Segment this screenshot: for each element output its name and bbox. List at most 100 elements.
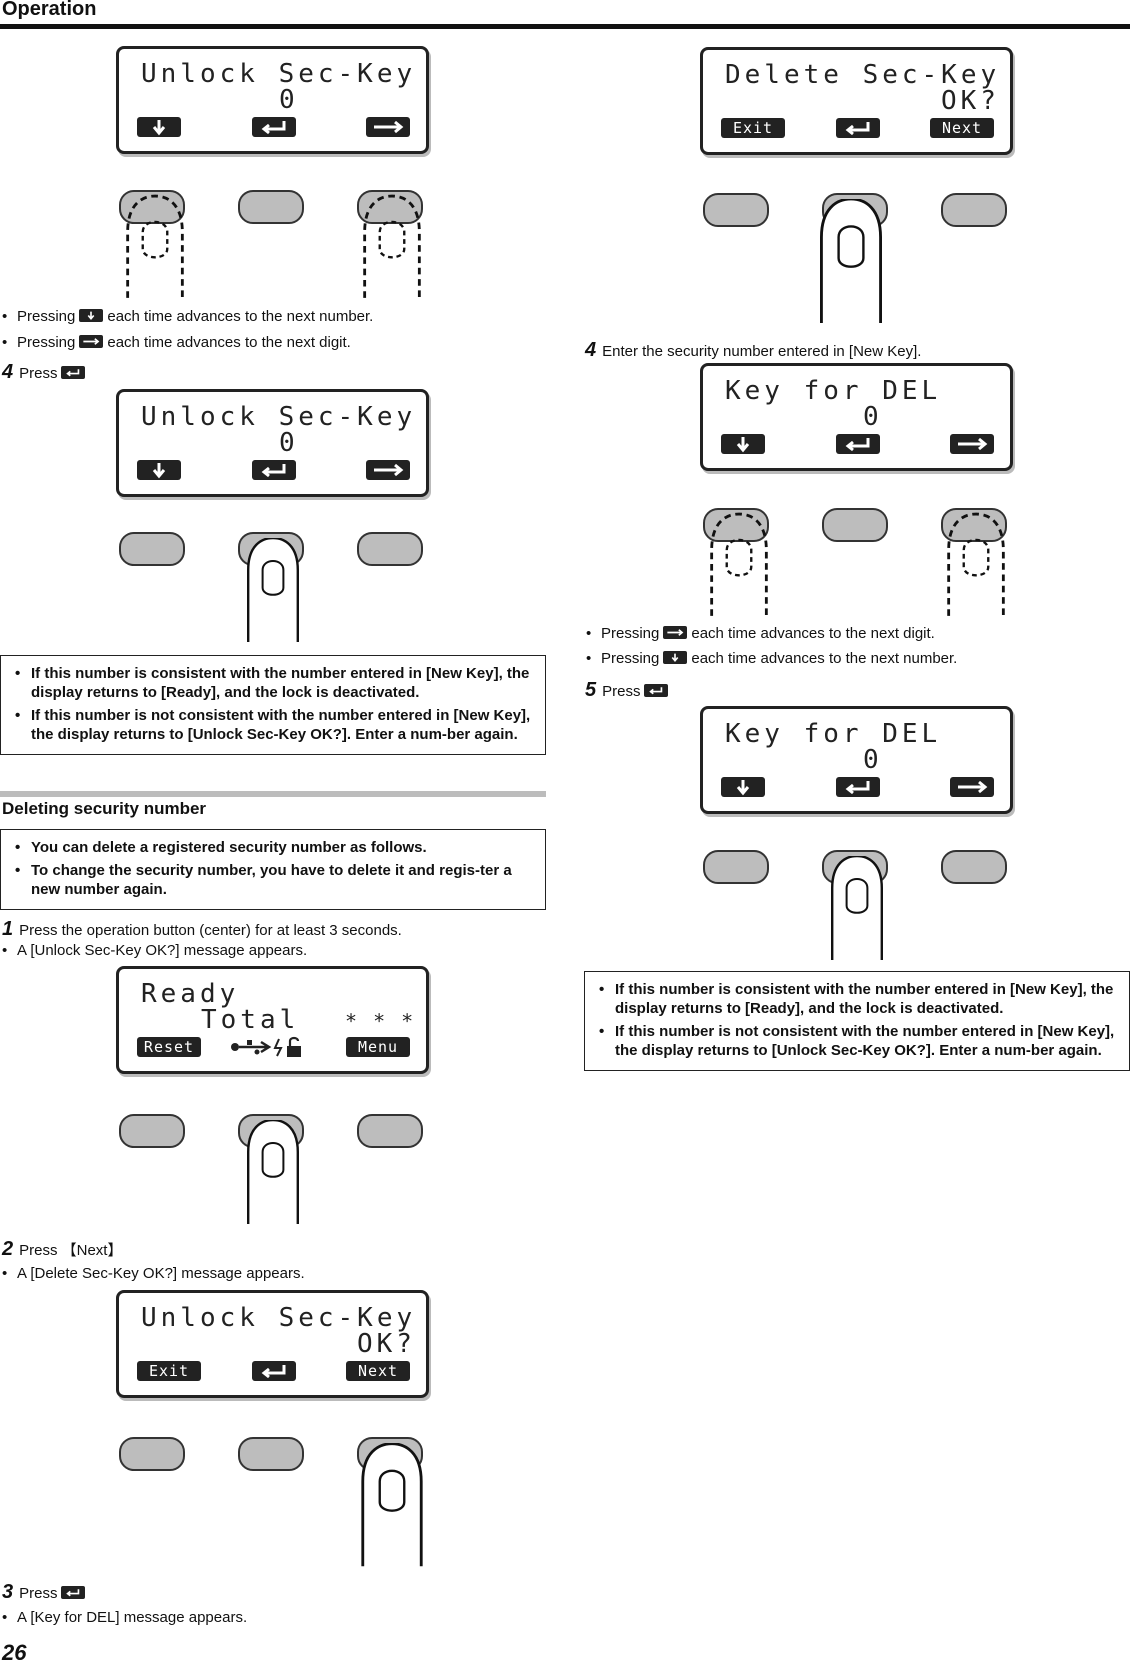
step-text: Press 【Next】 [19,1242,123,1259]
reset-key: Reset [137,1037,201,1057]
lcd-unlock-sec-key-ok: Unlock Sec-Key OK? Exit Next [116,1290,429,1398]
header-title: Operation [2,0,97,20]
finger-dashed-icon [122,194,188,298]
down-arrow-icon [137,460,181,480]
note-item: If this number is not consistent with th… [9,706,537,744]
left-button[interactable] [119,532,185,566]
step-number: 4 [585,339,597,361]
enter-icon [835,777,880,797]
lcd-unlock-sec-key-2: Unlock Sec-Key 0 [116,389,429,497]
finger-icon [240,538,306,642]
finger-dashed-icon [359,194,425,298]
step-text: Press [602,683,641,700]
lcd-line2: 0 [279,428,299,458]
note-box-left-2: You can delete a registered security num… [0,829,546,910]
note-item: If this number is consistent with the nu… [9,664,537,702]
section-title: Deleting security number [2,799,207,818]
usb-lock-icon [229,1036,319,1058]
finger-dashed-icon [706,512,772,616]
center-button[interactable] [238,190,304,224]
right-button[interactable] [357,1114,423,1148]
exit-key: Exit [721,118,785,138]
right-button[interactable] [941,193,1007,227]
down-arrow-icon [137,117,181,137]
bullet-text: each time advances to the next number. [107,308,374,325]
center-button[interactable] [238,1437,304,1471]
left-button[interactable] [119,1437,185,1471]
down-arrow-icon [663,651,688,664]
lcd-line1: Key for DEL [725,719,942,749]
step-text: Press [19,365,58,382]
lcd-key-for-del-1: Key for DEL 0 [700,363,1013,471]
enter-icon [251,460,296,480]
enter-icon [251,1361,296,1381]
left-button[interactable] [119,1114,185,1148]
lcd-line1: Delete Sec-Key [725,60,1001,90]
lcd-line1: Unlock Sec-Key [141,402,417,432]
lcd-line2: 0 [863,745,883,775]
bullet-step-1: A [Unlock Sec-Key OK?] message appears. [0,941,307,960]
lcd-line2: Total [201,1005,300,1035]
right-arrow-icon [366,117,410,137]
right-button[interactable] [357,532,423,566]
note-item: If this number is not consistent with th… [593,1022,1121,1060]
enter-icon [835,118,880,138]
lcd-ready: Ready Total ∗ ∗ ∗ Reset Menu [116,966,429,1074]
left-button[interactable] [703,193,769,227]
lcd-unlock-sec-key-1: Unlock Sec-Key 0 [116,46,429,154]
bullet-left-2: Pressing each time advances to the next d… [0,333,351,352]
step-1: 1 Press the operation button (center) for… [2,918,402,940]
step-number: 3 [2,1581,14,1603]
lcd-delete-sec-key: Delete Sec-Key OK? Exit Next [700,47,1013,155]
bullet-step-3: A [Key for DEL] message appears. [0,1608,247,1627]
note-item: To change the security number, you have … [9,861,537,899]
enter-icon [61,1586,86,1599]
lcd-line1: Unlock Sec-Key [141,59,417,89]
step-number: 4 [2,361,14,383]
finger-icon [359,1443,425,1567]
left-button[interactable] [703,850,769,884]
enter-icon [835,434,880,454]
enter-icon [61,366,86,379]
note-box-left-1: If this number is consistent with the nu… [0,655,546,755]
note-box-right: If this number is consistent with the nu… [584,971,1130,1071]
bullet-text: each time advances to the next digit. [107,334,351,351]
lcd-line2: OK? [941,86,1000,116]
step-text: Press the operation button (center) for … [19,922,402,939]
button-row-5 [700,193,1010,323]
step-5: 5 Press [585,679,672,701]
enter-icon [644,684,669,697]
down-arrow-icon [79,309,104,322]
button-row-1 [116,190,426,320]
lcd-line1: Unlock Sec-Key [141,1303,417,1333]
step-number: 1 [2,918,14,940]
section-rule [0,791,546,797]
down-arrow-icon [721,777,765,797]
right-arrow-icon [366,460,410,480]
right-button[interactable] [941,850,1007,884]
note-item: If this number is consistent with the nu… [593,980,1121,1018]
next-key: Next [930,118,994,138]
bullet-text: Pressing [17,308,76,325]
lcd-line1: Ready [141,979,240,1009]
down-arrow-icon [721,434,765,454]
enter-icon [251,117,296,137]
bullet-text: Pressing [601,650,660,667]
lcd-line2: 0 [279,85,299,115]
right-arrow-icon [950,777,994,797]
finger-dashed-icon [943,512,1009,616]
bullet-step-2: A [Delete Sec-Key OK?] message appears. [0,1264,305,1283]
lcd-line1: Key for DEL [725,376,942,406]
lcd-key-for-del-2: Key for DEL 0 [700,706,1013,814]
note-item: You can delete a registered security num… [9,838,537,857]
bullet-text: each time advances to the next digit. [691,625,935,642]
step-number: 5 [585,679,597,701]
bullet-text: Pressing [17,334,76,351]
center-button[interactable] [822,508,888,542]
button-row-6 [700,508,1010,638]
